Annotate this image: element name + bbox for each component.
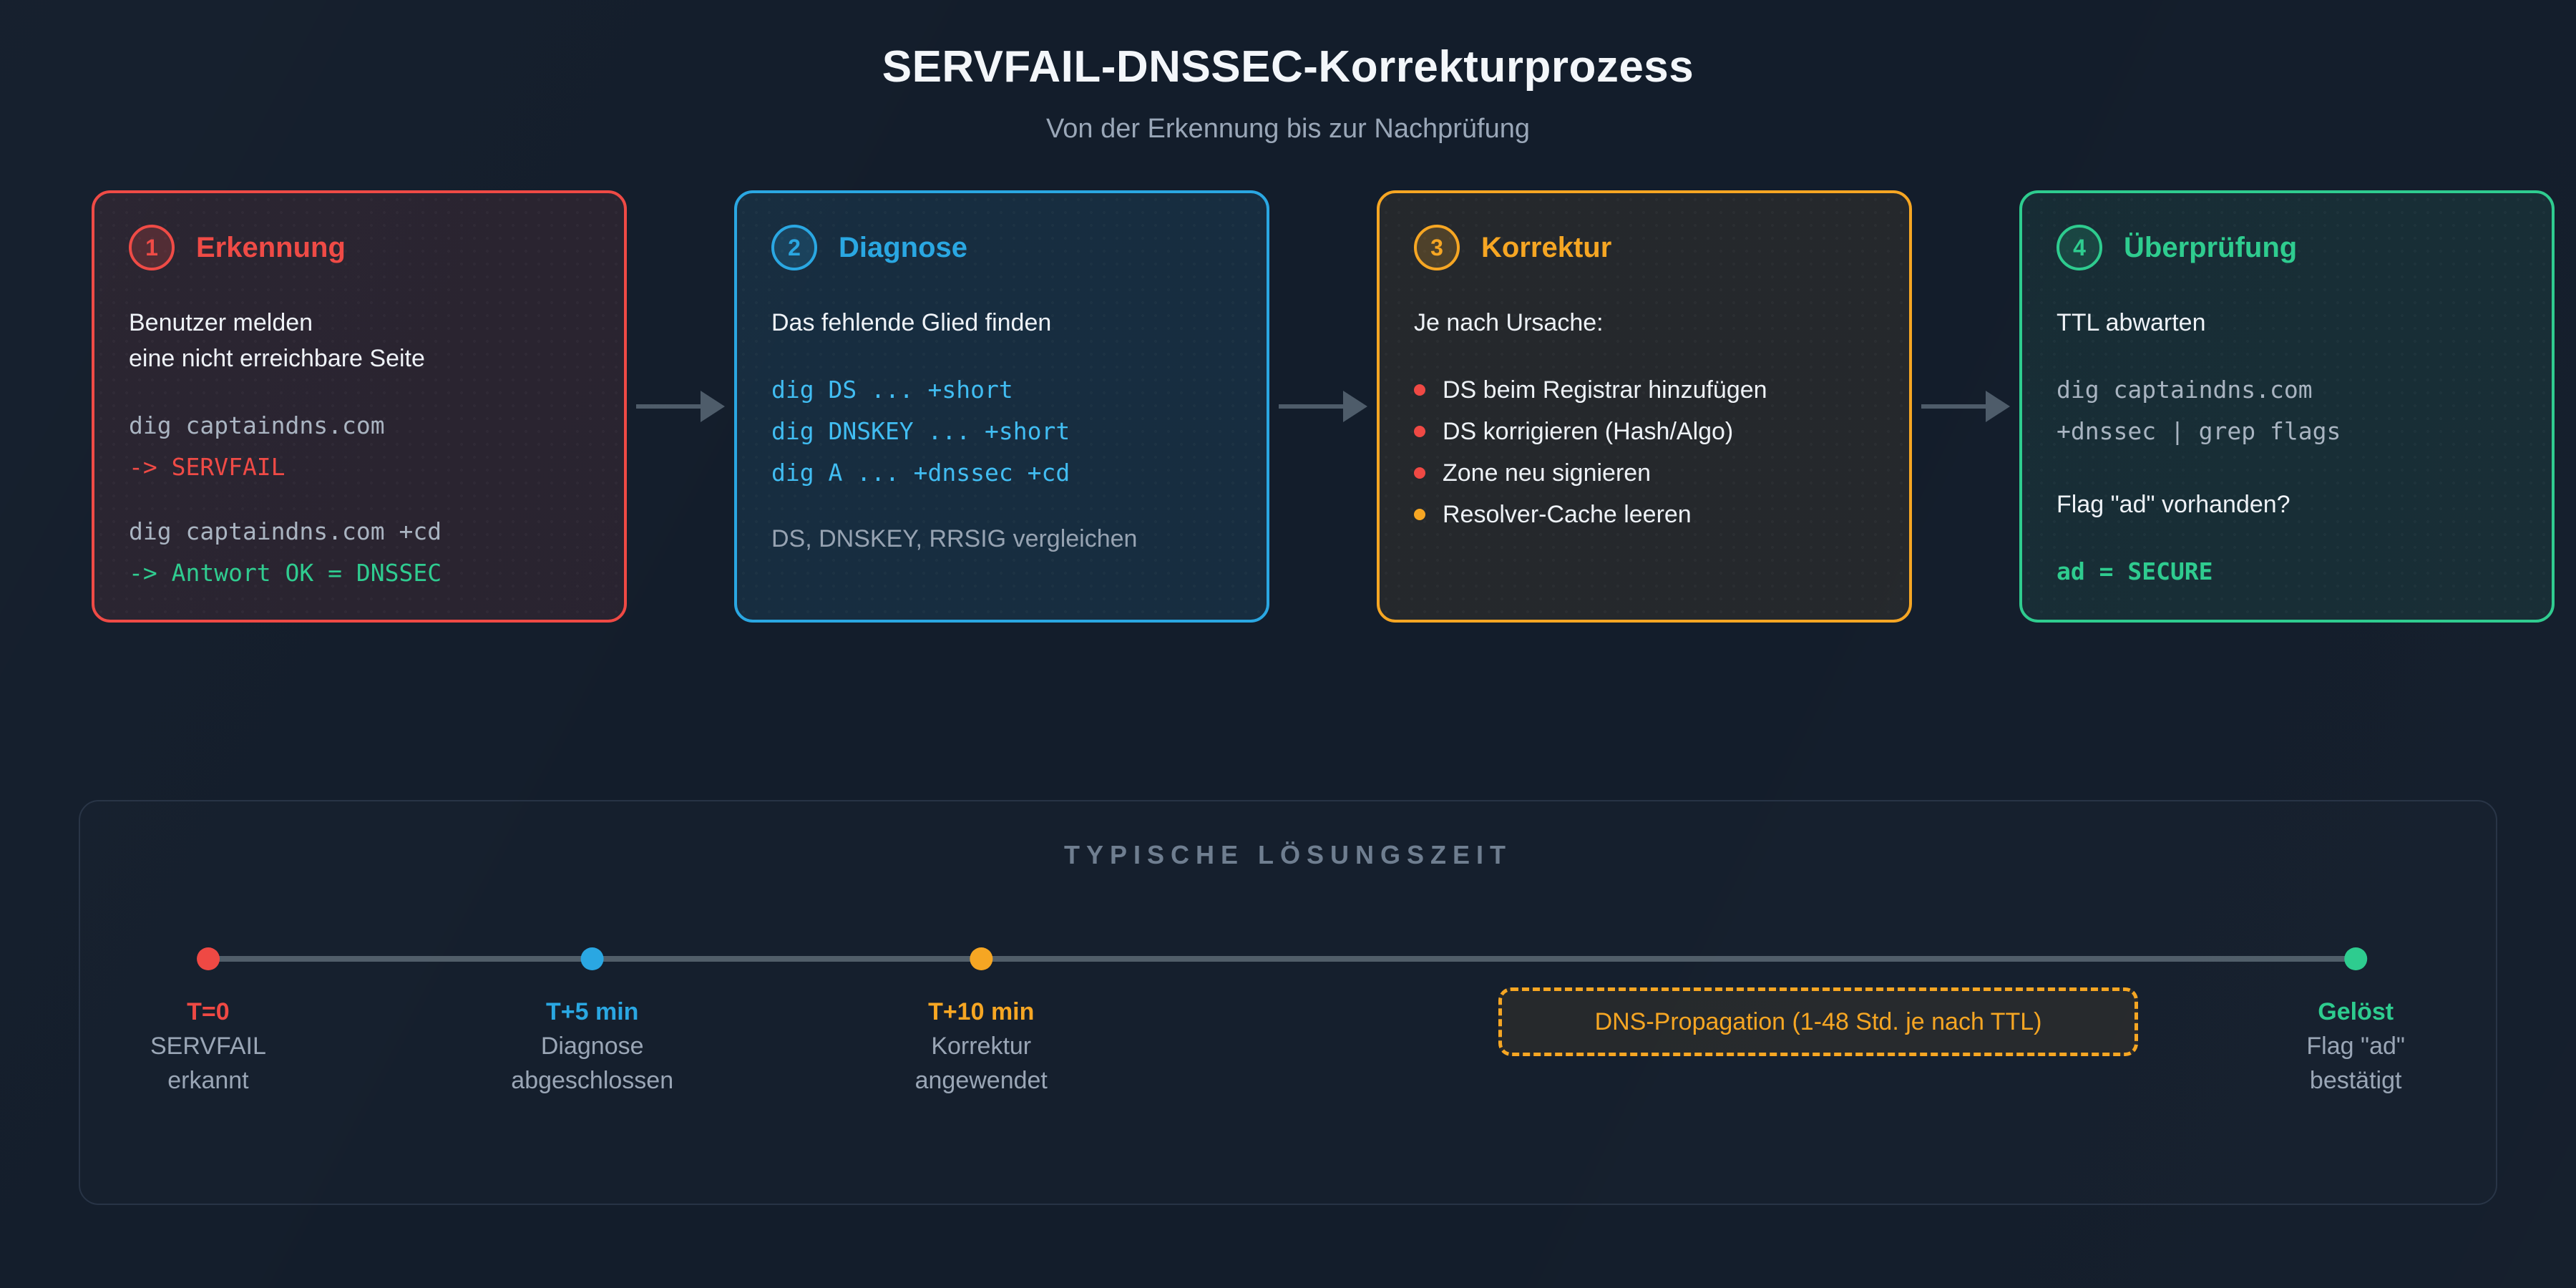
description-line: Benutzer melden — [129, 309, 313, 336]
bullet-dot-icon — [1414, 426, 1425, 437]
step-description: Das fehlende Glied finden — [771, 309, 1052, 336]
page-title: SERVFAIL-DNSSEC-Korrekturprozess — [882, 42, 1694, 92]
milestone-label-line: SERVFAIL — [150, 1033, 266, 1060]
code-line: dig A ... +dnssec +cd — [771, 459, 1070, 487]
list-item: DS beim Registrar hinzufügen — [1414, 369, 1875, 411]
milestone-label-line: Korrektur — [931, 1033, 1032, 1060]
step-card-erkennung: 1 Erkennung Benutzer melden eine nicht e… — [92, 190, 627, 623]
code-block: dig DS ... +short dig DNSKEY ... +short … — [771, 369, 1232, 494]
timeline-heading: TYPISCHE LÖSUNGSZEIT — [1063, 840, 1513, 869]
code-block: dig captaindns.com +dnssec | grep flags — [2057, 369, 2517, 452]
code-line: dig captaindns.com — [2057, 376, 2313, 404]
milestone-time: T+5 min — [545, 998, 639, 1025]
step-description: Benutzer melden eine nicht erreichbare S… — [129, 305, 590, 376]
milestone-label-line: erkannt — [167, 1067, 249, 1094]
milestone-dot-icon — [196, 947, 220, 970]
milestone-dot-icon — [970, 947, 993, 970]
step-card-header: 2 Diagnose — [771, 225, 1232, 270]
step-description: TTL abwarten — [2057, 309, 2206, 336]
bullet-label: Zone neu signieren — [1443, 459, 1652, 487]
milestone-time: T=0 — [187, 998, 230, 1025]
step-number-badge: 2 — [771, 225, 817, 270]
step-title: Diagnose — [839, 231, 968, 263]
dns-propagation-badge: DNS-Propagation (1-48 Std. je nach TTL) — [1498, 987, 2139, 1056]
arrow-cell — [627, 190, 734, 623]
step-note: DS, DNSKEY, RRSIG vergleichen — [771, 525, 1138, 552]
code-line: dig captaindns.com — [129, 411, 385, 439]
step-card-header: 1 Erkennung — [129, 225, 590, 270]
code-block: dig captaindns.com -> SERVFAIL — [129, 405, 590, 488]
timeline-track: T=0 SERVFAIL erkannt T+5 min Diagnose ab… — [80, 873, 2496, 1174]
milestone-diagnose-abgeschlossen: T+5 min Diagnose abgeschlossen — [511, 947, 673, 1098]
code-block: dig captaindns.com +cd -> Antwort OK = D… — [129, 511, 590, 594]
arrow-right-icon — [636, 391, 725, 422]
arrow-right-icon — [1279, 391, 1367, 422]
step-card-diagnose: 2 Diagnose Das fehlende Glied finden dig… — [734, 190, 1269, 623]
dns-propagation-label: DNS-Propagation (1-48 Std. je nach TTL) — [1594, 1008, 2042, 1035]
step-title: Korrektur — [1481, 231, 1612, 263]
bullet-label: DS korrigieren (Hash/Algo) — [1443, 418, 1734, 445]
step-number-badge: 4 — [2057, 225, 2102, 270]
arrow-right-icon — [1921, 391, 2010, 422]
code-line-ad-secure: ad = SECURE — [2057, 557, 2213, 585]
milestone-geloest: Gelöst Flag "ad" bestätigt — [2306, 947, 2405, 1098]
step-card-header: 3 Korrektur — [1414, 225, 1875, 270]
bullet-dot-icon — [1414, 467, 1425, 479]
milestone-label-line: abgeschlossen — [511, 1067, 674, 1094]
step-description: Je nach Ursache: — [1414, 309, 1604, 336]
milestone-servfail-erkannt: T=0 SERVFAIL erkannt — [150, 947, 266, 1098]
bullet-dot-icon — [1414, 509, 1425, 520]
page-subtitle: Von der Erkennung bis zur Nachprüfung — [1046, 114, 1530, 144]
code-line: dig DS ... +short — [771, 376, 1013, 404]
milestone-time: T+10 min — [928, 998, 1035, 1025]
cause-bullet-list: DS beim Registrar hinzufügen DS korrigie… — [1414, 369, 1875, 535]
step-title: Überprüfung — [2124, 231, 2298, 263]
list-item: Zone neu signieren — [1414, 452, 1875, 494]
step-card-ueberpruefung: 4 Überprüfung TTL abwarten dig captaindn… — [2019, 190, 2555, 623]
process-steps-row: 1 Erkennung Benutzer melden eine nicht e… — [92, 190, 2555, 623]
header: SERVFAIL-DNSSEC-Korrekturprozess Von der… — [0, 0, 2576, 145]
list-item: DS korrigieren (Hash/Algo) — [1414, 411, 1875, 452]
code-line: +dnssec | grep flags — [2057, 417, 2341, 445]
step-card-korrektur: 3 Korrektur Je nach Ursache: DS beim Reg… — [1377, 190, 1912, 623]
bullet-label: DS beim Registrar hinzufügen — [1443, 376, 1767, 404]
milestone-dot-icon — [2344, 947, 2368, 970]
timeline-line — [208, 956, 2356, 962]
code-line: dig captaindns.com +cd — [129, 517, 442, 545]
bullet-dot-icon — [1414, 384, 1425, 396]
step-number-badge: 1 — [129, 225, 175, 270]
milestone-korrektur-angewendet: T+10 min Korrektur angewendet — [915, 947, 1048, 1098]
milestone-label-line: Flag "ad" — [2306, 1033, 2405, 1060]
step-number-badge: 3 — [1414, 225, 1460, 270]
code-line: dig DNSKEY ... +short — [771, 417, 1070, 445]
bullet-label: Resolver-Cache leeren — [1443, 501, 1692, 528]
description-line: eine nicht erreichbare Seite — [129, 345, 425, 372]
milestone-label-line: Diagnose — [540, 1033, 644, 1060]
milestone-label-line: angewendet — [914, 1067, 1048, 1094]
list-item: Resolver-Cache leeren — [1414, 494, 1875, 535]
arrow-cell — [1269, 190, 1377, 623]
code-block: ad = SECURE — [2057, 551, 2517, 592]
timeline-panel: TYPISCHE LÖSUNGSZEIT T=0 SERVFAIL erkann… — [79, 800, 2497, 1205]
step-question: Flag "ad" vorhanden? — [2057, 491, 2290, 518]
milestone-time: Gelöst — [2318, 998, 2394, 1025]
milestone-label-line: bestätigt — [2309, 1067, 2402, 1094]
step-title: Erkennung — [196, 231, 346, 263]
step-card-header: 4 Überprüfung — [2057, 225, 2517, 270]
milestone-dot-icon — [580, 947, 604, 970]
arrow-cell — [1912, 190, 2019, 623]
code-line-servfail: -> SERVFAIL — [129, 453, 286, 481]
code-line-dnssec-ok: -> Antwort OK = DNSSEC — [129, 559, 442, 587]
